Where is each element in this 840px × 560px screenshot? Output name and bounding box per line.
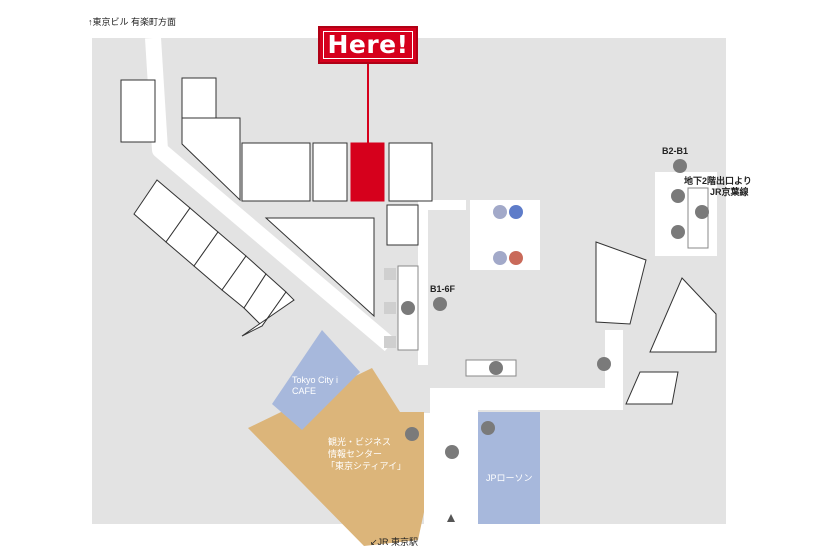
south-direction-label: ↙JR 東京駅 [370,537,419,547]
info-center-label-line1: 観光・ビジネス [328,437,392,447]
shops [120,77,717,405]
convenience-store-label: JPローソン [486,473,533,483]
shop[interactable] [181,77,217,119]
escalator-icon [489,361,503,375]
icons [401,159,709,522]
elevator-icon [673,159,687,173]
cafe-icon [445,445,459,459]
corridor-right [605,330,623,410]
escalator-icon [695,205,709,219]
info-center-label-line2: 情報センター [328,449,383,459]
cafe-label-line2: CAFE [292,386,317,396]
escalator-icon [671,225,685,239]
exit-note-line2: JR京葉線 [710,187,749,197]
exit-arrow-icon [447,514,455,522]
escalator-icon [401,301,415,315]
corridor-top [418,200,466,210]
shop[interactable] [649,277,717,353]
north-direction-label: ↑東京ビル 有楽町方面 [88,17,177,27]
shop[interactable] [388,142,433,202]
elevator [384,302,396,314]
elevator [384,336,396,348]
shop[interactable] [625,371,679,405]
shop[interactable] [120,79,156,143]
post-icon [481,421,495,435]
shop-current-location[interactable] [350,142,385,202]
here-marker: Here! [318,26,418,64]
shop[interactable] [241,142,311,202]
corridor-horizontal [418,388,618,410]
cafe-area[interactable] [272,330,360,430]
phone-icon [671,189,685,203]
toilet-accessible-icon [493,205,507,219]
shop[interactable] [312,142,348,202]
elevator-icon [433,297,447,311]
toilet-male-icon [509,205,523,219]
escalator [687,187,709,249]
info-center-label-line3: 「東京シティアイ」 [326,461,407,471]
floor-label-b1-6f: B1-6F [430,284,456,294]
corridor-south [424,408,478,512]
shop[interactable] [241,291,295,337]
elevator [384,268,396,280]
floor-label-b2-b1: B2-B1 [662,146,689,156]
exit-note-line1: 地下2階出口より [684,176,752,186]
shop[interactable] [264,217,375,318]
shop[interactable] [181,117,241,202]
toilet-accessible-icon [493,251,507,265]
shop[interactable] [595,241,647,325]
atm-icon [597,357,611,371]
corridor-diagonal [145,37,396,352]
cafe-label-line1: Tokyo City i [292,375,339,385]
information-icon[interactable] [405,427,419,441]
shop[interactable] [386,204,419,246]
corridor-vertical [418,200,428,412]
toilet-female-icon [509,251,523,265]
